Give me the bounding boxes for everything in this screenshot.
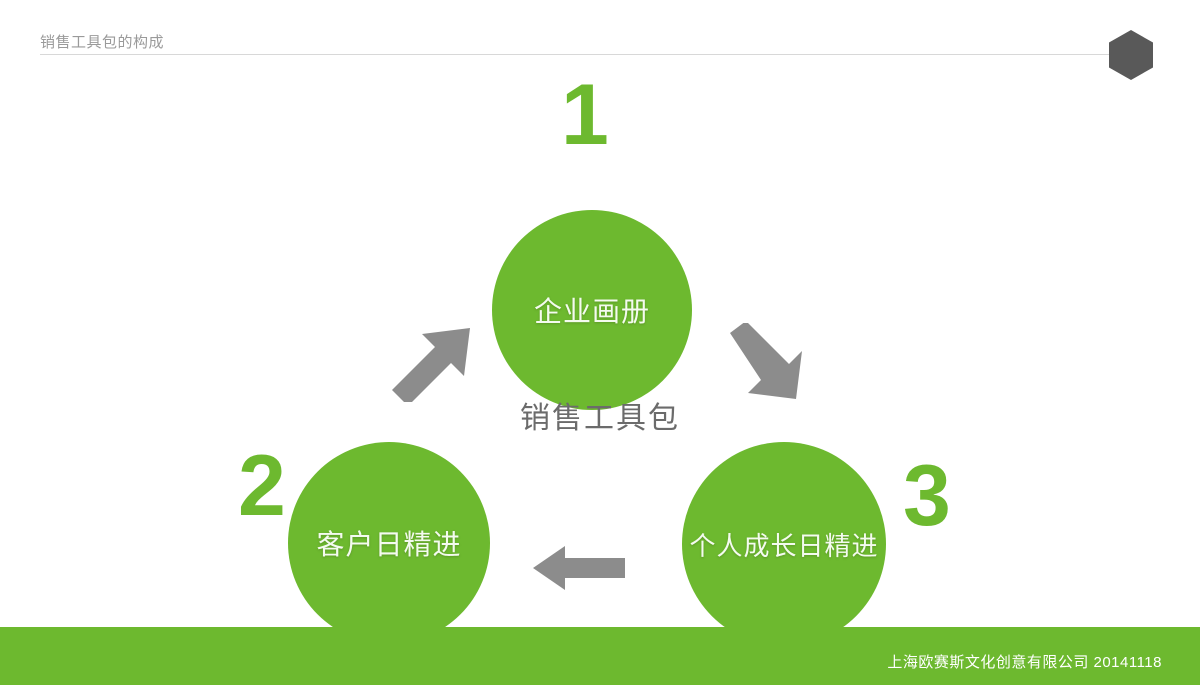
step-number-3: 3: [903, 448, 951, 544]
diagram-center-label: 销售工具包: [520, 402, 680, 435]
cycle-node-3[interactable]: 个人成长日精进: [682, 442, 886, 646]
arrow-up-right-icon: [392, 328, 470, 402]
arrow-down-right-icon: [730, 323, 802, 399]
hexagon-icon: [1109, 30, 1153, 80]
step-number-2: 2: [238, 438, 286, 534]
cycle-node-1[interactable]: 企业画册: [492, 210, 692, 410]
cycle-node-2[interactable]: 客户日精进: [288, 442, 490, 644]
footer-credit: 上海欧赛斯文化创意有限公司 20141118: [887, 654, 1162, 671]
cycle-node-3-label: 个人成长日精进: [689, 530, 879, 561]
page-title: 销售工具包的构成: [40, 34, 165, 51]
step-number-1: 1: [561, 67, 609, 163]
footer-bar: [0, 627, 1200, 685]
cycle-node-2-label: 客户日精进: [316, 529, 462, 560]
header-divider: [40, 54, 1120, 55]
arrow-left-icon: [533, 546, 625, 590]
cycle-node-1-label: 企业画册: [533, 296, 650, 327]
cycle-diagram: 1 企业画册 2 客户日精进 3 个人成长日精进 销售工具包: [0, 60, 1200, 646]
